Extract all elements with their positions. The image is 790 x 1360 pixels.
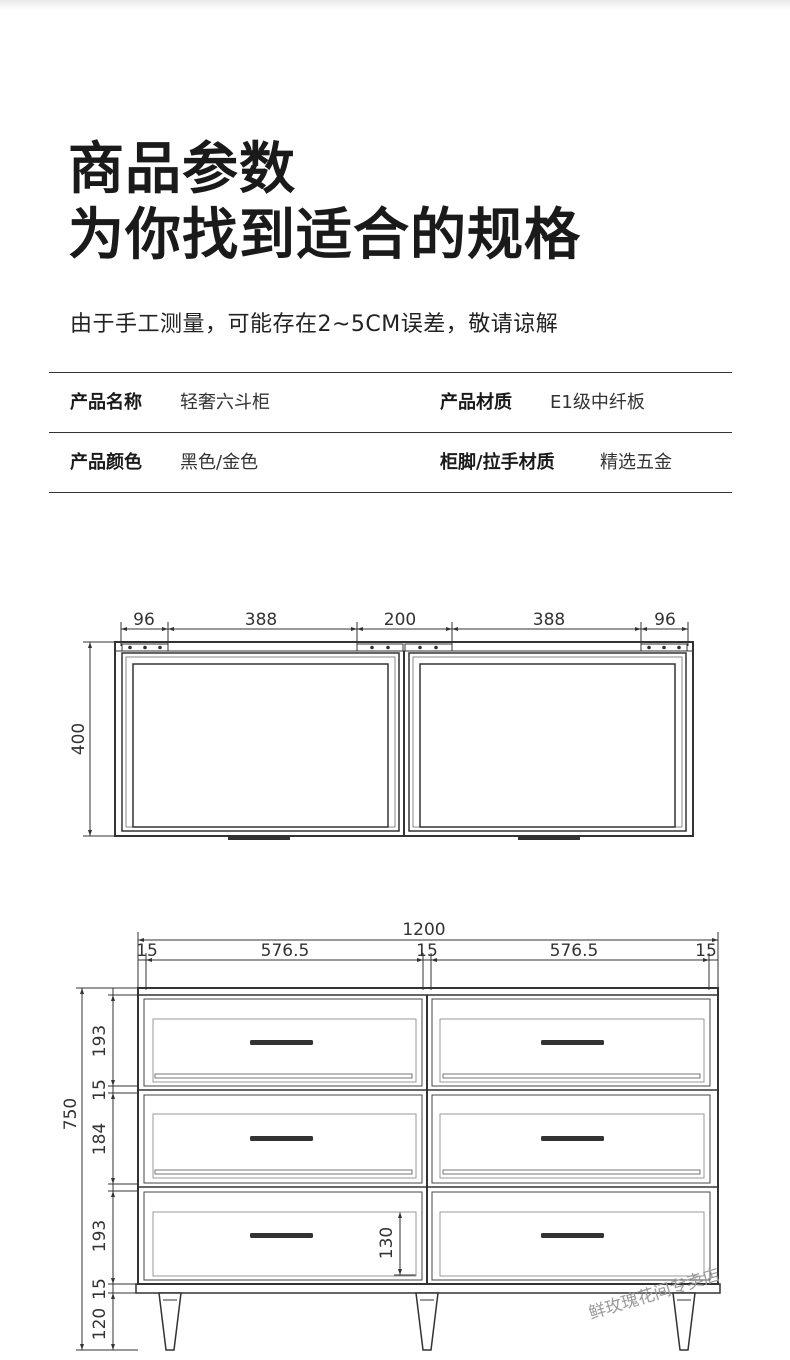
spec-row: 产品颜色 黑色/金色 柜脚/拉手材质 精选五金 (49, 433, 732, 493)
front-dim-height-1: 193 (90, 1025, 110, 1057)
front-dim-width-1: 15 (136, 941, 158, 961)
front-dim-total-width: 1200 (402, 920, 445, 940)
top-dim-width-4: 388 (533, 610, 565, 630)
top-view-drawing: 96 388 200 388 96 400 (69, 610, 694, 840)
front-dim-width-3: 15 (416, 941, 438, 961)
top-dim-width-3: 200 (384, 610, 416, 630)
top-dim-width-2: 388 (245, 610, 277, 630)
front-dim-drawer-inner: 130 (377, 1227, 397, 1259)
spec-label: 产品材质 (440, 392, 512, 413)
spec-value: 精选五金 (600, 452, 672, 473)
front-dim-height-6: 120 (90, 1308, 110, 1340)
front-dim-height-3: 184 (90, 1123, 110, 1155)
front-view-drawing: 1200 15 576.5 15 576.5 15 750 193 15 184… (61, 920, 721, 1351)
spec-table: 产品名称 轻奢六斗柜 产品材质 E1级中纤板 产品颜色 黑色/金色 柜脚/拉手材… (49, 372, 732, 493)
top-dim-width-5: 96 (654, 610, 676, 630)
spec-label: 产品名称 (70, 392, 142, 413)
front-dim-width-4: 576.5 (550, 941, 599, 961)
front-dim-width-5: 15 (695, 941, 717, 961)
measurement-note: 由于手工测量，可能存在2~5CM误差，敬请谅解 (70, 312, 559, 337)
top-shade (0, 0, 790, 10)
front-dim-width-2: 576.5 (261, 941, 310, 961)
top-dim-width-1: 96 (133, 610, 155, 630)
front-dim-height-2: 15 (90, 1079, 110, 1101)
front-dim-height-4: 193 (90, 1220, 110, 1252)
page-title-line2: 为你找到适合的规格 (68, 203, 581, 268)
spec-row: 产品名称 轻奢六斗柜 产品材质 E1级中纤板 (49, 373, 732, 433)
spec-value: 黑色/金色 (180, 452, 259, 473)
spec-label: 产品颜色 (70, 452, 142, 473)
front-dim-height-5: 15 (90, 1278, 110, 1300)
page-title-line1: 商品参数 (68, 137, 296, 202)
front-dim-total-height: 750 (61, 1098, 81, 1130)
spec-label: 柜脚/拉手材质 (440, 452, 555, 473)
spec-value: E1级中纤板 (550, 392, 645, 413)
top-dim-depth: 400 (69, 723, 89, 755)
spec-value: 轻奢六斗柜 (180, 392, 270, 413)
